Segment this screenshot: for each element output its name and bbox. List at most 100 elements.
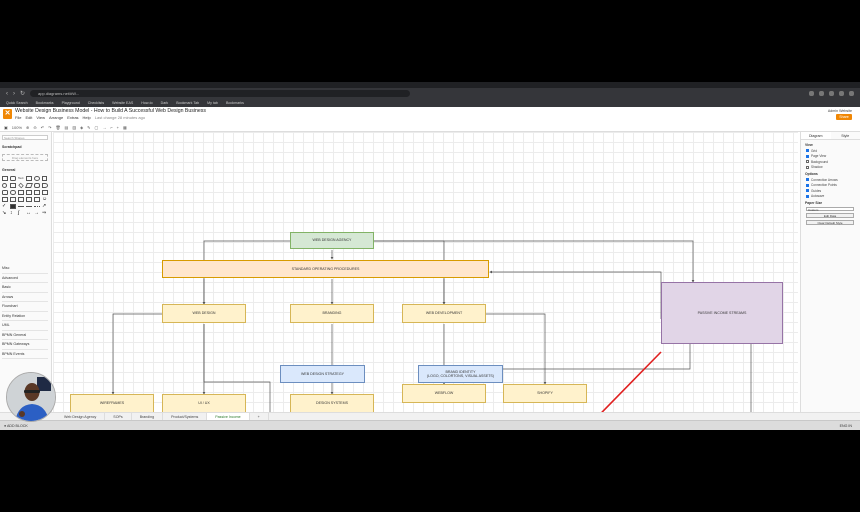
connector-webdev-to-shopify[interactable] — [486, 313, 547, 385]
menu-extras[interactable]: Extras — [67, 115, 79, 120]
dashed-line-shape[interactable] — [26, 206, 32, 207]
table-icon[interactable]: ▦ — [123, 124, 127, 130]
bookmark-item[interactable]: Website EAS — [112, 101, 134, 105]
tab-diagram[interactable]: Diagram — [801, 132, 831, 139]
cylinder-shape[interactable] — [2, 190, 8, 195]
checkbox-icon[interactable] — [806, 194, 809, 198]
format-panel-icon[interactable]: ▣ — [4, 124, 8, 130]
share-button[interactable]: Share — [836, 114, 852, 120]
to-back-icon[interactable]: ▥ — [72, 124, 77, 130]
document-title[interactable]: Website Design Business Model - How to B… — [15, 108, 206, 114]
library-bpmn-events[interactable]: BPMN Events — [2, 350, 48, 359]
card-shape[interactable] — [26, 197, 32, 202]
bookmark-item[interactable]: Playground — [61, 101, 80, 105]
menu-edit[interactable]: Edit — [25, 115, 33, 120]
background-option[interactable]: Background — [806, 160, 860, 164]
library-bpmn-gateways[interactable]: BPMN Gateways — [2, 340, 48, 350]
bookmark-item[interactable]: Bookmark Tab — [176, 101, 200, 105]
extension-icon[interactable] — [829, 91, 834, 96]
bookmark-item[interactable]: Bookmarks — [35, 101, 54, 105]
note-shape[interactable] — [18, 197, 24, 202]
shadow-icon[interactable]: ▢ — [94, 124, 99, 130]
hexagon-shape[interactable] — [34, 183, 40, 188]
delete-icon[interactable]: 🗑 — [55, 124, 61, 130]
page-tab-passive-income[interactable]: Passive Income — [207, 412, 250, 421]
profile-icon[interactable] — [849, 91, 854, 96]
connection-arrows-option[interactable]: Connection Arrows — [806, 178, 860, 182]
save-status[interactable]: Last change 28 minutes ago — [94, 115, 146, 120]
scratchpad-drop-zone[interactable]: Drag elements here — [2, 154, 48, 161]
diamond-shape[interactable] — [18, 182, 24, 189]
connector-passive-to-strategy[interactable] — [290, 344, 752, 412]
circle-shape[interactable] — [2, 183, 7, 188]
node-passive-income-streams[interactable]: PASSIVE INCOME STREAMS — [661, 282, 783, 344]
page-tab-sops[interactable]: SOPs — [105, 412, 132, 421]
autosave-option[interactable]: Autosave — [806, 194, 860, 198]
waypoint-icon[interactable]: ⌐ — [110, 124, 113, 130]
library-entity-relation[interactable]: Entity Relation — [2, 312, 48, 321]
extension-icon[interactable] — [839, 91, 844, 96]
to-front-icon[interactable]: ▤ — [64, 124, 69, 130]
shadow-option[interactable]: Shadow — [806, 165, 860, 169]
parallelogram-shape[interactable] — [25, 183, 33, 188]
library-uml[interactable]: UML — [2, 321, 48, 331]
connector-webdesign-to-strategy[interactable] — [203, 324, 271, 412]
menu-arrange[interactable]: Arrange — [48, 115, 64, 120]
connection-icon[interactable]: → — [102, 124, 107, 130]
add-page-icon[interactable]: + — [250, 412, 269, 421]
connector-webdesign-to-wireframes[interactable] — [111, 313, 162, 395]
square-shape[interactable] — [42, 176, 47, 181]
checkbox-icon[interactable] — [806, 178, 809, 181]
or-shape[interactable]: ✓ — [2, 203, 7, 209]
checkbox-icon[interactable] — [806, 149, 809, 152]
bookmark-item[interactable]: Bookmarks — [225, 101, 244, 105]
node-brand-identity[interactable]: BRAND IDENTITY (LOGO, COLORTONS, VISUAL … — [418, 365, 503, 383]
dotted-line-shape[interactable] — [34, 206, 40, 207]
checkbox-icon[interactable] — [806, 154, 809, 158]
internal-storage-shape[interactable] — [26, 190, 32, 195]
red-annotation-line[interactable] — [475, 351, 662, 412]
link-shape[interactable]: ↔ — [26, 210, 31, 216]
triangle-shape[interactable] — [42, 183, 48, 188]
checkbox-icon[interactable] — [806, 189, 809, 192]
zoom-in-icon[interactable]: ⊕ — [26, 124, 30, 130]
zoom-select[interactable]: 100% — [11, 124, 23, 130]
menu-help[interactable]: Help — [82, 115, 91, 120]
page-view-option[interactable]: Page View — [806, 154, 860, 158]
fill-color-icon[interactable]: ◈ — [80, 124, 84, 130]
bookmark-item[interactable]: My tab — [207, 101, 218, 105]
taskbar-left-label[interactable]: ● ADD BLOCK — [4, 424, 28, 428]
forward-icon[interactable]: › — [13, 90, 15, 97]
page-tab-web-design-agency[interactable]: Web Design Agency — [56, 412, 106, 421]
guides-option[interactable]: Guides — [806, 189, 860, 193]
node-branding[interactable]: BRANDING — [290, 304, 374, 323]
container-shape[interactable] — [10, 204, 16, 209]
node-standard-operating-procedures[interactable]: STANDARD OPERATING PROCEDURES — [162, 260, 489, 278]
flexarrow-shape[interactable]: ⇒ — [42, 210, 47, 216]
connector-shape[interactable]: ↘ — [2, 210, 7, 216]
bookmark-item[interactable]: Quick Search — [6, 101, 28, 105]
tape-shape[interactable] — [10, 197, 16, 202]
menu-view[interactable]: View — [36, 115, 45, 120]
arrow-right-shape[interactable]: → — [34, 210, 39, 216]
library-misc[interactable]: Misc — [2, 264, 48, 274]
arrow-shape[interactable]: ↗ — [42, 203, 47, 209]
clear-default-style-button[interactable]: Clear Default Style — [806, 220, 854, 225]
connection-points-option[interactable]: Connection Points — [806, 183, 860, 187]
text-shape[interactable]: Text — [18, 176, 24, 180]
bidirectional-arrow-shape[interactable]: ↕ — [10, 210, 13, 216]
node-shopify[interactable]: SHOPIFY — [503, 384, 587, 403]
library-flowchart[interactable]: Flowchart — [2, 302, 48, 312]
bookmark-item[interactable]: Checklists — [87, 101, 105, 105]
checkbox-icon[interactable] — [806, 183, 809, 187]
trapezoid-shape[interactable] — [2, 197, 8, 202]
back-icon[interactable]: ‹ — [6, 90, 8, 97]
library-arrows[interactable]: Arrows — [2, 293, 48, 302]
node-web-design-agency[interactable]: WEB DESIGN AGENCY — [290, 232, 374, 249]
cube-shape[interactable] — [34, 190, 40, 195]
connector-agency-to-passive[interactable] — [374, 240, 695, 283]
library-bpmn-general[interactable]: BPMN General — [2, 331, 48, 340]
textbox-shape[interactable] — [26, 176, 32, 181]
checkbox-icon[interactable] — [806, 165, 809, 169]
document-shape[interactable] — [18, 190, 24, 195]
